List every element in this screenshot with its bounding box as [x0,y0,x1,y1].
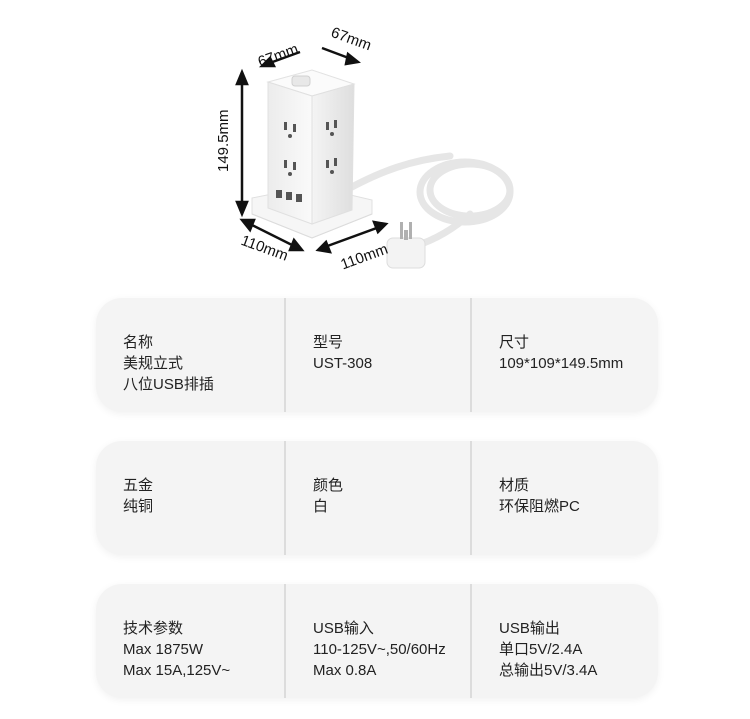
dimension-arrows [235,46,389,254]
spec-label: USB输出 [499,620,560,637]
spec-value: 八位USB排插 [123,376,214,393]
spec-label: 尺寸 [499,334,530,351]
spec-value: 总输出5V/3.4A [499,662,598,679]
spec-value: 110-125V~,50/60Hz [313,641,446,658]
plug [386,222,426,269]
spec-value: Max 0.8A [313,662,377,679]
spec-label: 型号 [313,334,344,351]
dim-top-left: 67mm [256,41,301,71]
spec-label: 名称 [123,334,154,351]
spec-label: USB输入 [313,620,374,637]
spec-value: 纯铜 [123,498,154,515]
spec-label: 颜色 [313,477,344,494]
spec-card-2: 五金 纯铜 颜色 白 材质 环保阻燃PC [96,441,658,555]
spec-cell-tech: 技术参数 Max 1875W Max 15A,125V~ [96,584,284,698]
dim-base-left: 110mm [239,232,291,265]
spec-card-1: 名称 美规立式 八位USB排插 型号 UST-308 尺寸 109*109*14… [96,298,658,412]
dim-height: 149.5mm [215,109,232,172]
spec-cell-usb-output: USB输出 单口5V/2.4A 总输出5V/3.4A [470,584,658,698]
spec-value: 单口5V/2.4A [499,641,583,658]
spec-cell-hardware: 五金 纯铜 [96,441,284,555]
cable-coil [346,152,514,250]
spec-card-3: 技术参数 Max 1875W Max 15A,125V~ USB输入 110-1… [96,584,658,698]
spec-value: UST-308 [313,355,373,372]
spec-value: 美规立式 [123,355,184,372]
spec-cell-name: 名称 美规立式 八位USB排插 [96,298,284,412]
spec-label: 材质 [499,477,530,494]
dim-base-right: 110mm [338,241,390,274]
spec-value: Max 1875W [123,641,204,658]
spec-label: 技术参数 [123,620,184,637]
dim-top-right: 67mm [329,24,374,54]
tower [266,69,356,225]
spec-label: 五金 [123,477,154,494]
spec-cell-material: 材质 环保阻燃PC [470,441,658,555]
spec-value: Max 15A,125V~ [123,662,231,679]
spec-value: 白 [313,498,329,515]
spec-cell-size: 尺寸 109*109*149.5mm [470,298,658,412]
spec-value: 109*109*149.5mm [499,355,624,372]
product-figure: 67mm 67mm 149.5mm 110mm 110mm [215,24,514,274]
spec-cell-color: 颜色 白 [284,441,470,555]
spec-value: 环保阻燃PC [499,498,580,515]
spec-cell-model: 型号 UST-308 [284,298,470,412]
spec-cell-usb-input: USB输入 110-125V~,50/60Hz Max 0.8A [284,584,470,698]
